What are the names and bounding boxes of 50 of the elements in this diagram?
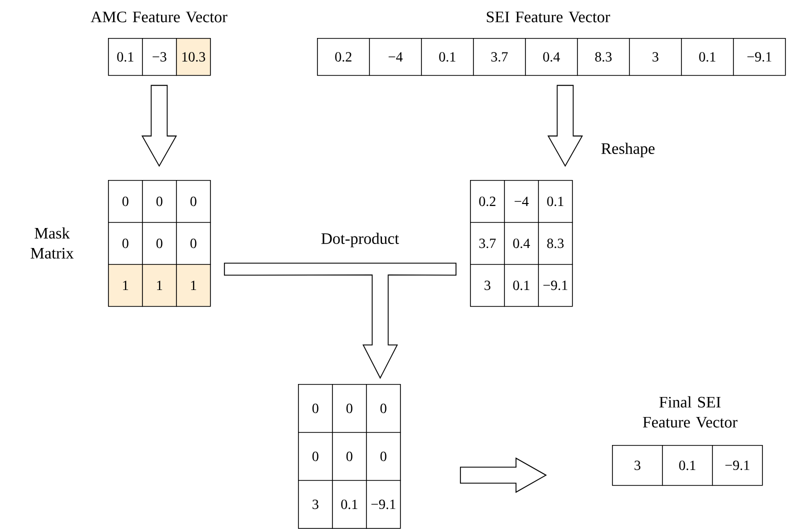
table-cell: −9.1 — [366, 480, 401, 529]
table-cell: −4 — [504, 180, 539, 223]
table-cell: 0.1 — [332, 480, 367, 529]
table-cell: 0 — [366, 384, 401, 433]
hollow-arrow — [224, 262, 456, 379]
hollow-arrow — [460, 457, 547, 493]
table-cell: 10.3 — [176, 38, 211, 76]
table-cell: 0.1 — [108, 38, 143, 76]
node-label: SEI Feature Vector — [486, 12, 610, 22]
table-cell: 3 — [298, 480, 333, 529]
table-cell: 0.1 — [662, 444, 713, 486]
table-cell: 0.1 — [538, 180, 573, 223]
table-cell: 1 — [142, 264, 177, 307]
table-cell: −9.1 — [712, 444, 763, 486]
table-cell: −9.1 — [733, 38, 786, 76]
table-cell: −9.1 — [538, 264, 573, 307]
table-cell: 3 — [629, 38, 682, 76]
table-cell: 0 — [366, 432, 401, 481]
table-cell: 0 — [142, 180, 177, 223]
table-cell: −3 — [142, 38, 177, 76]
table-cell: 0 — [298, 432, 333, 481]
table-cell: 1 — [108, 264, 143, 307]
table-cell: 3 — [612, 444, 663, 486]
table-cell: 0.2 — [317, 38, 370, 76]
table-cell: 0.2 — [470, 180, 505, 223]
table-cell: 0.1 — [421, 38, 474, 76]
hollow-arrow — [547, 84, 583, 167]
table-cell: 8.3 — [577, 38, 630, 76]
table-cell: 3.7 — [470, 222, 505, 265]
table-cell: 0 — [142, 222, 177, 265]
edge-label: Reshape — [601, 142, 655, 158]
node-label: Mask Matrix — [30, 227, 74, 259]
table-cell: 0.4 — [525, 38, 578, 76]
table-cell: 0 — [108, 222, 143, 265]
node-label: AMC Feature Vector — [90, 12, 228, 22]
table-cell: 0 — [176, 222, 211, 265]
edge-label: Dot-product — [321, 232, 399, 248]
hollow-arrow — [141, 84, 177, 167]
table-cell: 0 — [176, 180, 211, 223]
table-cell: 3 — [470, 264, 505, 307]
table-cell: 0.1 — [681, 38, 734, 76]
node-label: Final SEI Feature Vector — [642, 396, 738, 428]
table-cell: 0.1 — [504, 264, 539, 307]
table-cell: 0.4 — [504, 222, 539, 265]
table-cell: 0 — [298, 384, 333, 433]
table-cell: 0 — [108, 180, 143, 223]
table-cell: 3.7 — [473, 38, 526, 76]
table-cell: 8.3 — [538, 222, 573, 265]
table-cell: 1 — [176, 264, 211, 307]
table-cell: −4 — [369, 38, 422, 76]
